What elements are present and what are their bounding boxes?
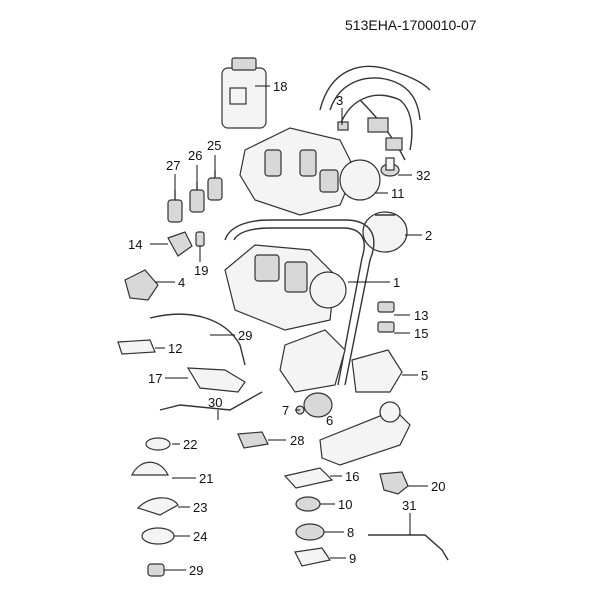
callout-11: 11: [391, 186, 405, 201]
callout-8: 8: [347, 525, 354, 540]
part-tank: [351, 349, 403, 393]
part-clip-13: [377, 301, 395, 313]
callout-16: 16: [345, 469, 359, 484]
callout-15: 15: [414, 326, 428, 341]
callout-32: 32: [416, 168, 430, 183]
callout-28: 28: [290, 433, 304, 448]
part-pipe-30: [159, 391, 263, 411]
part-pad-9: [294, 547, 331, 567]
callout-23: 23: [193, 500, 207, 515]
part-reservoir: [279, 329, 346, 393]
part-bracket-17: [186, 367, 246, 393]
callout-3: 3: [336, 93, 343, 108]
callout-25: 25: [207, 138, 221, 153]
callout-29b: 29: [189, 563, 203, 578]
callout-1: 1: [393, 275, 400, 290]
callout-10: 10: [338, 497, 352, 512]
part-washer: [145, 437, 171, 451]
callout-27: 27: [166, 158, 180, 173]
part-accumulator: [362, 211, 408, 253]
callout-14: 14: [128, 237, 142, 252]
part-solenoid-25: [207, 170, 223, 201]
part-bracket-28: [237, 431, 269, 449]
part-ring-8: [295, 523, 325, 541]
part-solenoid-27: [167, 190, 183, 223]
callout-13: 13: [414, 308, 428, 323]
part-sensor-29: [147, 563, 165, 577]
callout-30: 30: [208, 395, 222, 410]
callout-29: 29: [238, 328, 252, 343]
part-plate-16: [283, 467, 334, 489]
callout-26: 26: [188, 148, 202, 163]
callout-18: 18: [273, 79, 287, 94]
part-hydraulic-unit: [224, 219, 375, 386]
part-pipe-31: [368, 534, 449, 561]
diagram-code: 513EHA-1700010-07: [345, 17, 477, 33]
part-wiring-harness: [319, 65, 431, 161]
callout-12: 12: [168, 341, 182, 356]
callout-24: 24: [193, 529, 207, 544]
callout-22: 22: [183, 437, 197, 452]
callout-17: 17: [148, 371, 162, 386]
part-clip-15: [377, 321, 395, 333]
part-clamp-10: [295, 496, 321, 512]
callout-labels: 18 3 25 26 27 32 11 2 14 19 4 1 13 15 29…: [128, 79, 445, 578]
callout-20: 20: [431, 479, 445, 494]
part-sensor: [380, 157, 400, 177]
callout-5: 5: [421, 368, 428, 383]
part-bolt-19: [195, 231, 205, 247]
part-motor-6: [303, 392, 333, 418]
part-bracket-14: [167, 231, 193, 257]
callout-7: 7: [282, 403, 289, 418]
part-ring-24: [141, 527, 175, 545]
part-bottle: [221, 57, 267, 129]
callout-19: 19: [194, 263, 208, 278]
part-solenoid-26: [189, 182, 205, 213]
part-cover-21: [131, 461, 169, 476]
part-shield-23: [136, 497, 179, 516]
callout-9: 9: [349, 551, 356, 566]
part-valve-block: [239, 127, 381, 216]
part-pump-motor: [124, 269, 159, 301]
callout-21: 21: [199, 471, 213, 486]
leader-lines: [150, 85, 428, 571]
part-bracket-plate: [117, 339, 156, 355]
callout-6: 6: [326, 413, 333, 428]
callout-2: 2: [425, 228, 432, 243]
callout-31: 31: [402, 498, 416, 513]
part-hose-29: [149, 313, 246, 366]
part-valve-20: [379, 471, 409, 495]
part-master-cylinder: [319, 401, 411, 466]
callout-4: 4: [178, 275, 185, 290]
